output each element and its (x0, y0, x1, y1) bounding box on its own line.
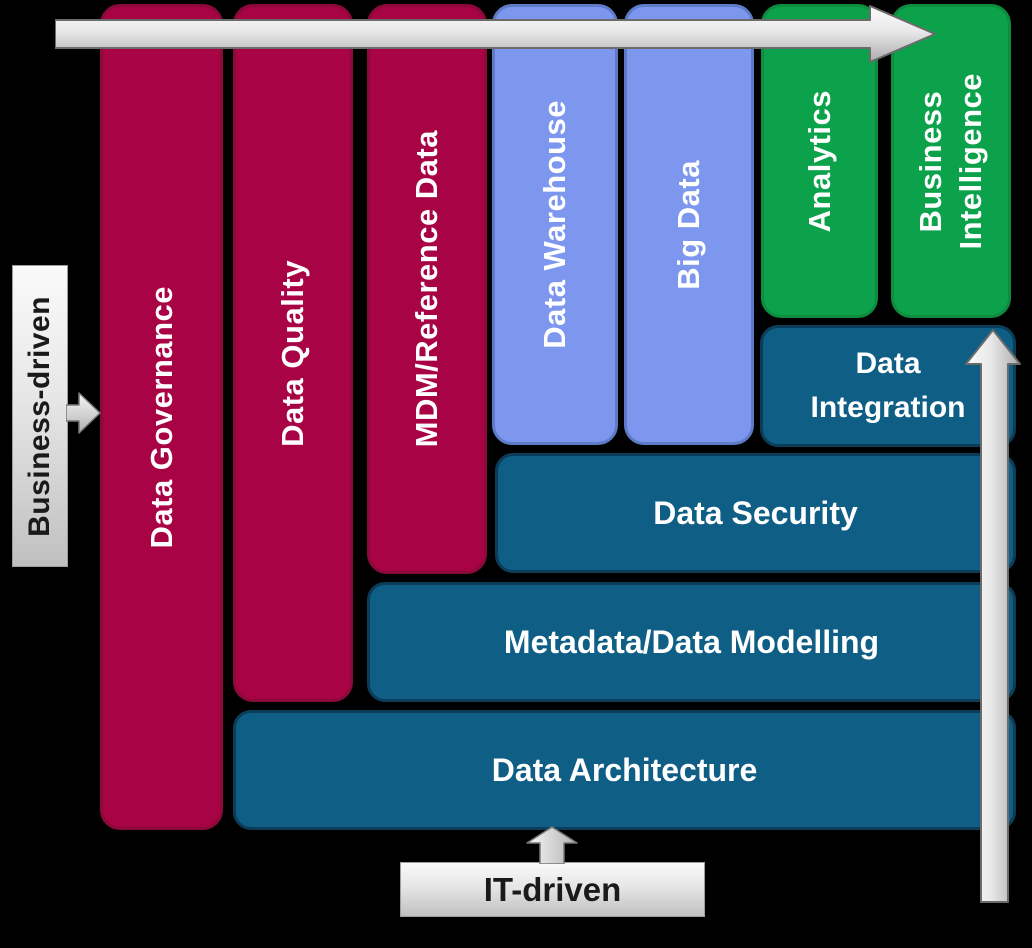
pillar-mdm-reference-data: MDM/Reference Data (367, 4, 487, 574)
pillar-label: Data Warehouse (537, 100, 572, 349)
pillar-label: Analytics (801, 89, 837, 233)
business-driven-label: Business-driven (12, 265, 68, 567)
pillar-data-quality: Data Quality (233, 4, 353, 702)
layer-data-security: Data Security (495, 453, 1016, 573)
it-driven-label: IT-driven (400, 862, 705, 917)
business-driven-text: Business-driven (23, 295, 56, 537)
pillar-data-governance: Data Governance (100, 4, 223, 830)
pillar-big-data: Big Data (624, 4, 754, 445)
pillar-label: MDM/Reference Data (409, 130, 444, 448)
pillar-label: Business Intelligence (913, 72, 988, 250)
pillar-label: Data Governance (143, 285, 179, 549)
pillar-data-warehouse: Data Warehouse (492, 4, 618, 445)
layer-data-integration: Data Integration (760, 325, 1016, 447)
pillar-label: Big Data (671, 159, 706, 290)
business-driven-right-arrow-icon (66, 392, 101, 434)
layer-metadata-data-modelling: Metadata/Data Modelling (367, 582, 1016, 702)
right-flow-up-arrow-icon (965, 329, 1021, 903)
pillar-business-intelligence: Business Intelligence (891, 4, 1011, 318)
it-driven-up-arrow-icon (526, 826, 578, 864)
pillar-analytics: Analytics (761, 4, 878, 318)
top-flow-right-arrow-icon (55, 5, 936, 63)
pillar-label: Data Quality (275, 259, 310, 447)
layer-data-architecture: Data Architecture (233, 710, 1016, 830)
